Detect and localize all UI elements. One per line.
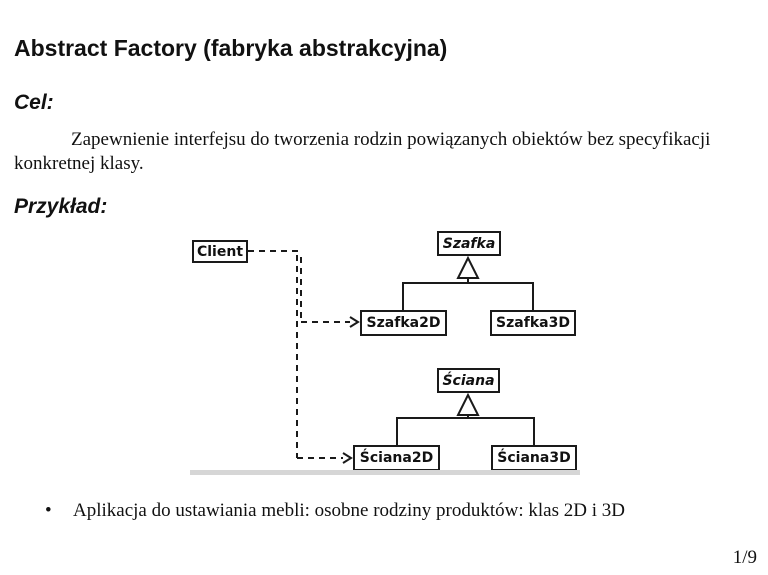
sciana-branch-lines: [396, 417, 535, 445]
szafka-branch-lines: [402, 282, 534, 310]
uml-diagram: Client Szafka Szafka2D Szafka3D Ściana Ś…: [190, 228, 580, 478]
goal-heading: Cel:: [14, 91, 54, 114]
inheritance-triangle-szafka-icon: [456, 255, 480, 279]
bullet-glyph: •: [45, 500, 52, 521]
diagram-connectors: [248, 250, 535, 464]
diagram-node-sciana3d: Ściana3D: [491, 445, 577, 471]
diagram-node-szafka3d: Szafka3D: [490, 310, 576, 336]
example-heading: Przykład:: [14, 195, 108, 218]
diagram-node-sciana2d: Ściana2D: [353, 445, 440, 471]
goal-paragraph: Zapewnienie interfejsu do tworzenia rodz…: [14, 128, 762, 176]
inheritance-triangle-sciana-icon: [456, 392, 480, 416]
goal-text-line-2: konkretnej klasy.: [14, 153, 144, 174]
diagram-node-client: Client: [192, 240, 248, 263]
diagram-image-bottom-edge: [190, 470, 580, 475]
bullet-text: Aplikacja do ustawiania mebli: osobne ro…: [73, 500, 625, 521]
diagram-node-szafka2d: Szafka2D: [360, 310, 447, 336]
page-number: 1/9: [732, 547, 757, 568]
diagram-node-szafka: Szafka: [437, 231, 501, 256]
goal-text-line-1: Zapewnienie interfejsu do tworzenia rodz…: [71, 129, 711, 150]
bullet-item: • Aplikacja do ustawiania mebli: osobne r…: [45, 499, 625, 523]
arrowhead-sciana2d-icon: [342, 452, 353, 464]
arrowhead-szafka2d-icon: [349, 316, 360, 328]
diagram-node-sciana: Ściana: [437, 368, 500, 393]
page-title: Abstract Factory (fabryka abstrakcyjna): [14, 35, 448, 61]
